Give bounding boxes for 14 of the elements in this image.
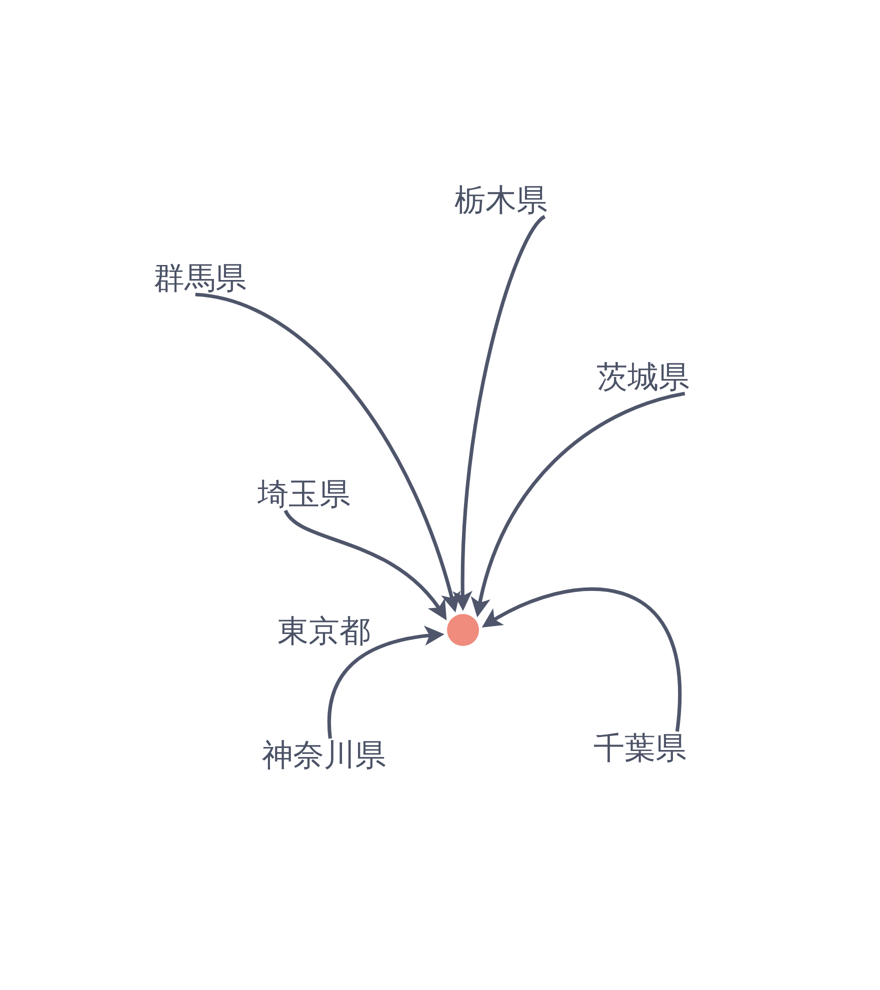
flow-arrow xyxy=(195,292,460,612)
place-label: 埼玉県 xyxy=(258,478,350,510)
flow-arrow xyxy=(482,588,682,732)
place-label: 千葉県 xyxy=(594,732,686,764)
flow-arrow xyxy=(452,215,546,611)
place-label: 群馬県 xyxy=(154,262,246,294)
place-label: 栃木県 xyxy=(454,184,548,216)
flow-arrow xyxy=(327,626,444,739)
location-dot xyxy=(447,614,479,646)
flow-arrow xyxy=(472,392,686,618)
place-label: 神奈川県 xyxy=(262,740,386,770)
flow-arrow xyxy=(284,510,448,620)
place-label: 茨城県 xyxy=(596,362,690,392)
place-label: 東京都 xyxy=(278,616,370,646)
